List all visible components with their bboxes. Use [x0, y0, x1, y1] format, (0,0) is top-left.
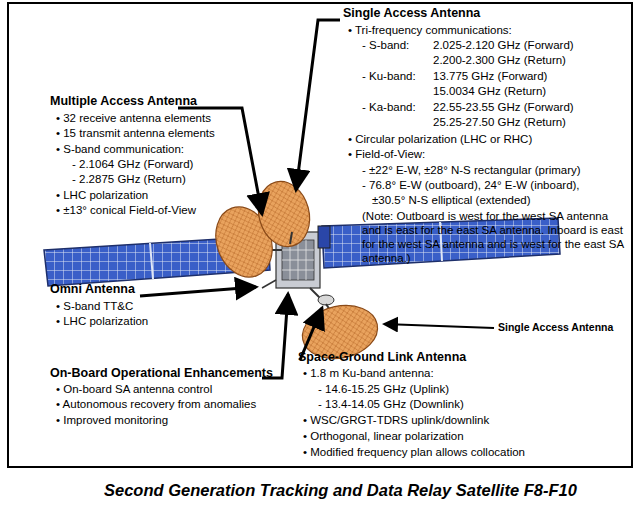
- callout-text: - 14.6-15.25 GHz (Uplink): [318, 382, 449, 396]
- callout-heading: Multiple Access Antenna: [50, 94, 197, 108]
- callout-heading: Space-Ground Link Antenna: [298, 350, 466, 364]
- callout-text: • ±13° conical Field-of-View: [56, 203, 196, 217]
- callout-text: • 32 receive antenna elements: [56, 111, 211, 125]
- callout-text: 25.25-27.50 GHz (Return): [433, 115, 566, 129]
- leader-line: [262, 294, 288, 378]
- leader-line: [296, 20, 340, 190]
- callout-text: • Improved monitoring: [56, 413, 168, 427]
- leader-line: [384, 324, 494, 328]
- callout-text: • WSC/GRGT-TDRS uplink/downlink: [303, 413, 489, 427]
- callout-text: - S-band:: [362, 38, 409, 52]
- callout-text: • Field-of-View:: [348, 147, 425, 161]
- callout-text: 13.775 GHz (Forward): [433, 69, 547, 83]
- space-ground-link-dish: [318, 295, 334, 305]
- figure-caption: Second Generation Tracking and Data Rela…: [104, 480, 577, 500]
- callout-text: • Orthogonal, linear polarization: [303, 429, 464, 443]
- callout-text: 2.200-2.300 GHz (Return): [433, 53, 566, 67]
- callout-text: • LHC polarization: [56, 314, 148, 328]
- callout-heading: Single Access Antenna: [343, 6, 480, 20]
- callout-text: • Autonomous recovery from anomalies: [56, 397, 256, 411]
- callout-heading: Single Access Antenna: [498, 320, 613, 334]
- callout-text: - 2.2875 GHz (Return): [72, 172, 186, 186]
- callout-text: • LHC polarization: [56, 188, 148, 202]
- callout-text: - 76.8° E-W (outboard), 24° E-W (inboard…: [362, 178, 580, 192]
- callout-text: • On-board SA antenna control: [56, 382, 212, 396]
- callout-text: - 13.4-14.05 GHz (Downlink): [318, 397, 464, 411]
- figure-frame: [8, 3, 632, 467]
- callout-text: ±30.5° N-S elliptical (extended): [372, 193, 531, 207]
- callout-text: • S-band communication:: [56, 142, 184, 156]
- callout-text: • 1.8 m Ku-band antenna:: [303, 366, 434, 380]
- callout-heading: Omni Antenna: [50, 282, 135, 296]
- callout-text: 2.025-2.120 GHz (Forward): [433, 38, 574, 52]
- callout-text: 15.0034 GHz (Return): [433, 84, 546, 98]
- callout-text: (Note: Outboard is west for the west SA …: [362, 209, 626, 265]
- callout-heading: On-Board Operational Enhancements: [50, 366, 273, 380]
- callout-text: • 15 transmit antenna elements: [56, 126, 215, 140]
- callout-text: - 2.1064 GHz (Forward): [72, 157, 193, 171]
- callout-text: • Tri-frequency communications:: [348, 23, 512, 37]
- callout-text: - ±22° E-W, ±28° N-S rectangular (primar…: [362, 163, 581, 177]
- leader-line: [140, 287, 256, 296]
- callout-text: - Ka-band:: [362, 100, 416, 114]
- callout-text: 22.55-23.55 GHz (Forward): [433, 100, 574, 114]
- omni-antenna: [262, 280, 276, 288]
- callout-text: • Circular polarization (LHC or RHC): [348, 132, 532, 146]
- callout-text: • Modified frequency plan allows colloca…: [303, 445, 525, 459]
- callout-text: • S-band TT&C: [56, 299, 133, 313]
- callout-text: - Ku-band:: [362, 69, 416, 83]
